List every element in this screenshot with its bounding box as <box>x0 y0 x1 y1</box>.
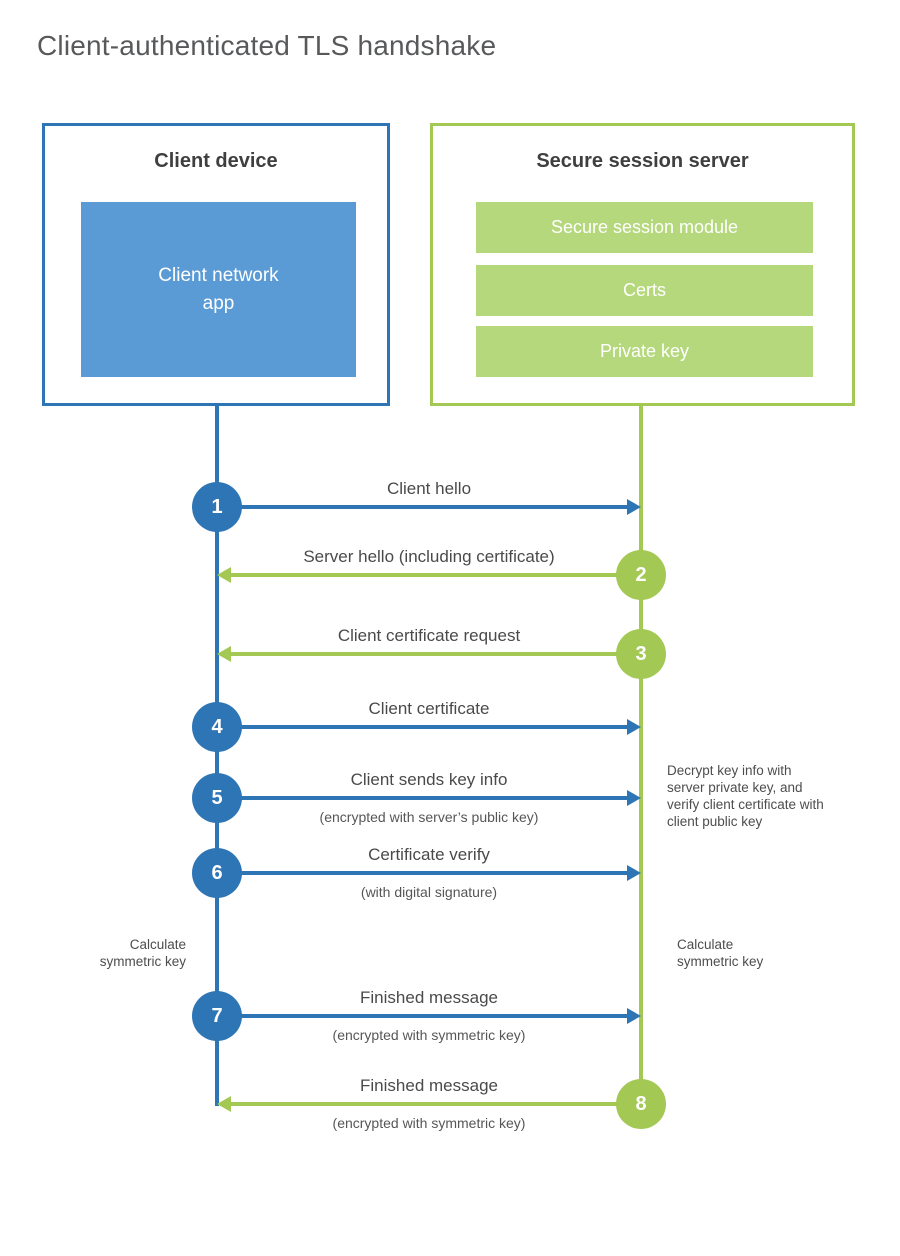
arrow-right-icon <box>627 1008 641 1024</box>
arrow-right-icon <box>627 790 641 806</box>
arrow-left-icon <box>217 1096 231 1112</box>
client-network-app-label: Client network app <box>158 264 279 314</box>
message-label: Client certificate <box>368 699 490 718</box>
message-arrow <box>219 505 627 509</box>
client-device-box: Client device Client network app <box>42 123 390 406</box>
arrow-left-icon <box>217 567 231 583</box>
message-sublabel: (encrypted with symmetric key) <box>332 1027 526 1043</box>
message-arrow <box>219 871 627 875</box>
message-arrow <box>231 573 639 577</box>
message-arrow <box>231 652 639 656</box>
server-title: Secure session server <box>536 150 749 172</box>
step-badge-5: 5 <box>192 773 242 823</box>
message-arrow <box>231 1102 639 1106</box>
server-calc-symmetric-key-note: Calculate symmetric key <box>677 937 764 969</box>
server-module-secure-session: Secure session module <box>476 202 813 253</box>
message-sublabel: (encrypted with symmetric key) <box>332 1115 526 1131</box>
step-badge-3: 3 <box>616 629 666 679</box>
arrow-right-icon <box>627 719 641 735</box>
message-sublabel: (encrypted with server’s public key) <box>319 809 539 825</box>
message-arrow <box>219 1014 627 1018</box>
server-module-certs: Certs <box>476 265 813 316</box>
message-arrow <box>219 725 627 729</box>
message-label: Client sends key info <box>350 770 508 789</box>
message-label: Server hello (including certificate) <box>303 547 555 566</box>
step-badge-1: 1 <box>192 482 242 532</box>
server-lifeline <box>639 406 643 1105</box>
arrow-right-icon <box>627 499 641 515</box>
message-label: Client certificate request <box>337 626 521 645</box>
message-label: Client hello <box>386 479 472 498</box>
server-box: Secure session server Secure session mod… <box>430 123 855 406</box>
server-decrypt-note: Decrypt key info with server private key… <box>667 763 824 829</box>
message-label: Finished message <box>360 988 498 1007</box>
page-title: Client-authenticated TLS handshake <box>37 30 497 61</box>
arrow-right-icon <box>627 865 641 881</box>
arrow-left-icon <box>217 646 231 662</box>
message-label: Certificate verify <box>368 845 490 864</box>
step-badge-8: 8 <box>616 1079 666 1129</box>
step-badge-2: 2 <box>616 550 666 600</box>
client-network-app-box: Client network app <box>81 202 356 377</box>
message-label: Finished message <box>360 1076 498 1095</box>
step-badge-7: 7 <box>192 991 242 1041</box>
client-calc-symmetric-key-note: Calculate symmetric key <box>99 937 186 969</box>
step-badge-6: 6 <box>192 848 242 898</box>
step-badge-4: 4 <box>192 702 242 752</box>
client-device-title: Client device <box>154 150 278 172</box>
server-module-private-key: Private key <box>476 326 813 377</box>
client-lifeline <box>215 406 219 1106</box>
message-sublabel: (with digital signature) <box>360 884 498 900</box>
message-arrow <box>219 796 627 800</box>
